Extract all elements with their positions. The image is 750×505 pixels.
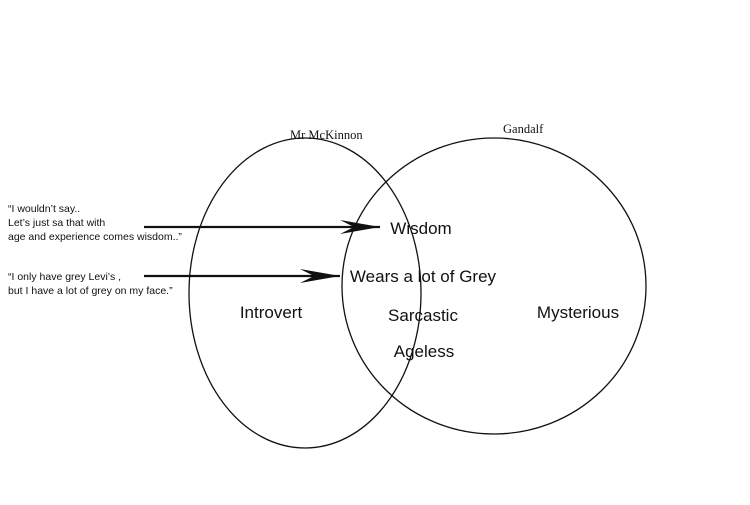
quote-1-line-3: age and experience comes wisdom..” [8, 231, 182, 243]
quote-2-line-2: but I have a lot of grey on my face.” [8, 285, 173, 297]
quote-1-line-1: “I wouldn’t say.. [8, 203, 81, 215]
set-title-gandalf: Gandalf [503, 122, 544, 136]
region-right-item: Mysterious [537, 303, 619, 322]
quote-1: “I wouldn’t say.. Let’s just sa that wit… [8, 202, 182, 244]
intersection-item-ageless: Ageless [394, 342, 454, 361]
intersection-item-wisdom: Wisdom [390, 219, 451, 238]
quote-2: “I only have grey Levi’s , but I have a … [8, 270, 173, 298]
quote-1-line-2: Let’s just sa that with [8, 217, 106, 229]
circle-gandalf [341, 137, 647, 435]
intersection-item-grey: Wears a lot of Grey [350, 267, 497, 286]
region-left-item: Introvert [240, 303, 303, 322]
set-title-mr-mckinnon: Mr McKinnon [290, 128, 363, 142]
circle-mr-mckinnon [188, 137, 422, 449]
intersection-item-sarcastic: Sarcastic [388, 306, 458, 325]
quote-2-line-1: “I only have grey Levi’s , [8, 271, 122, 283]
